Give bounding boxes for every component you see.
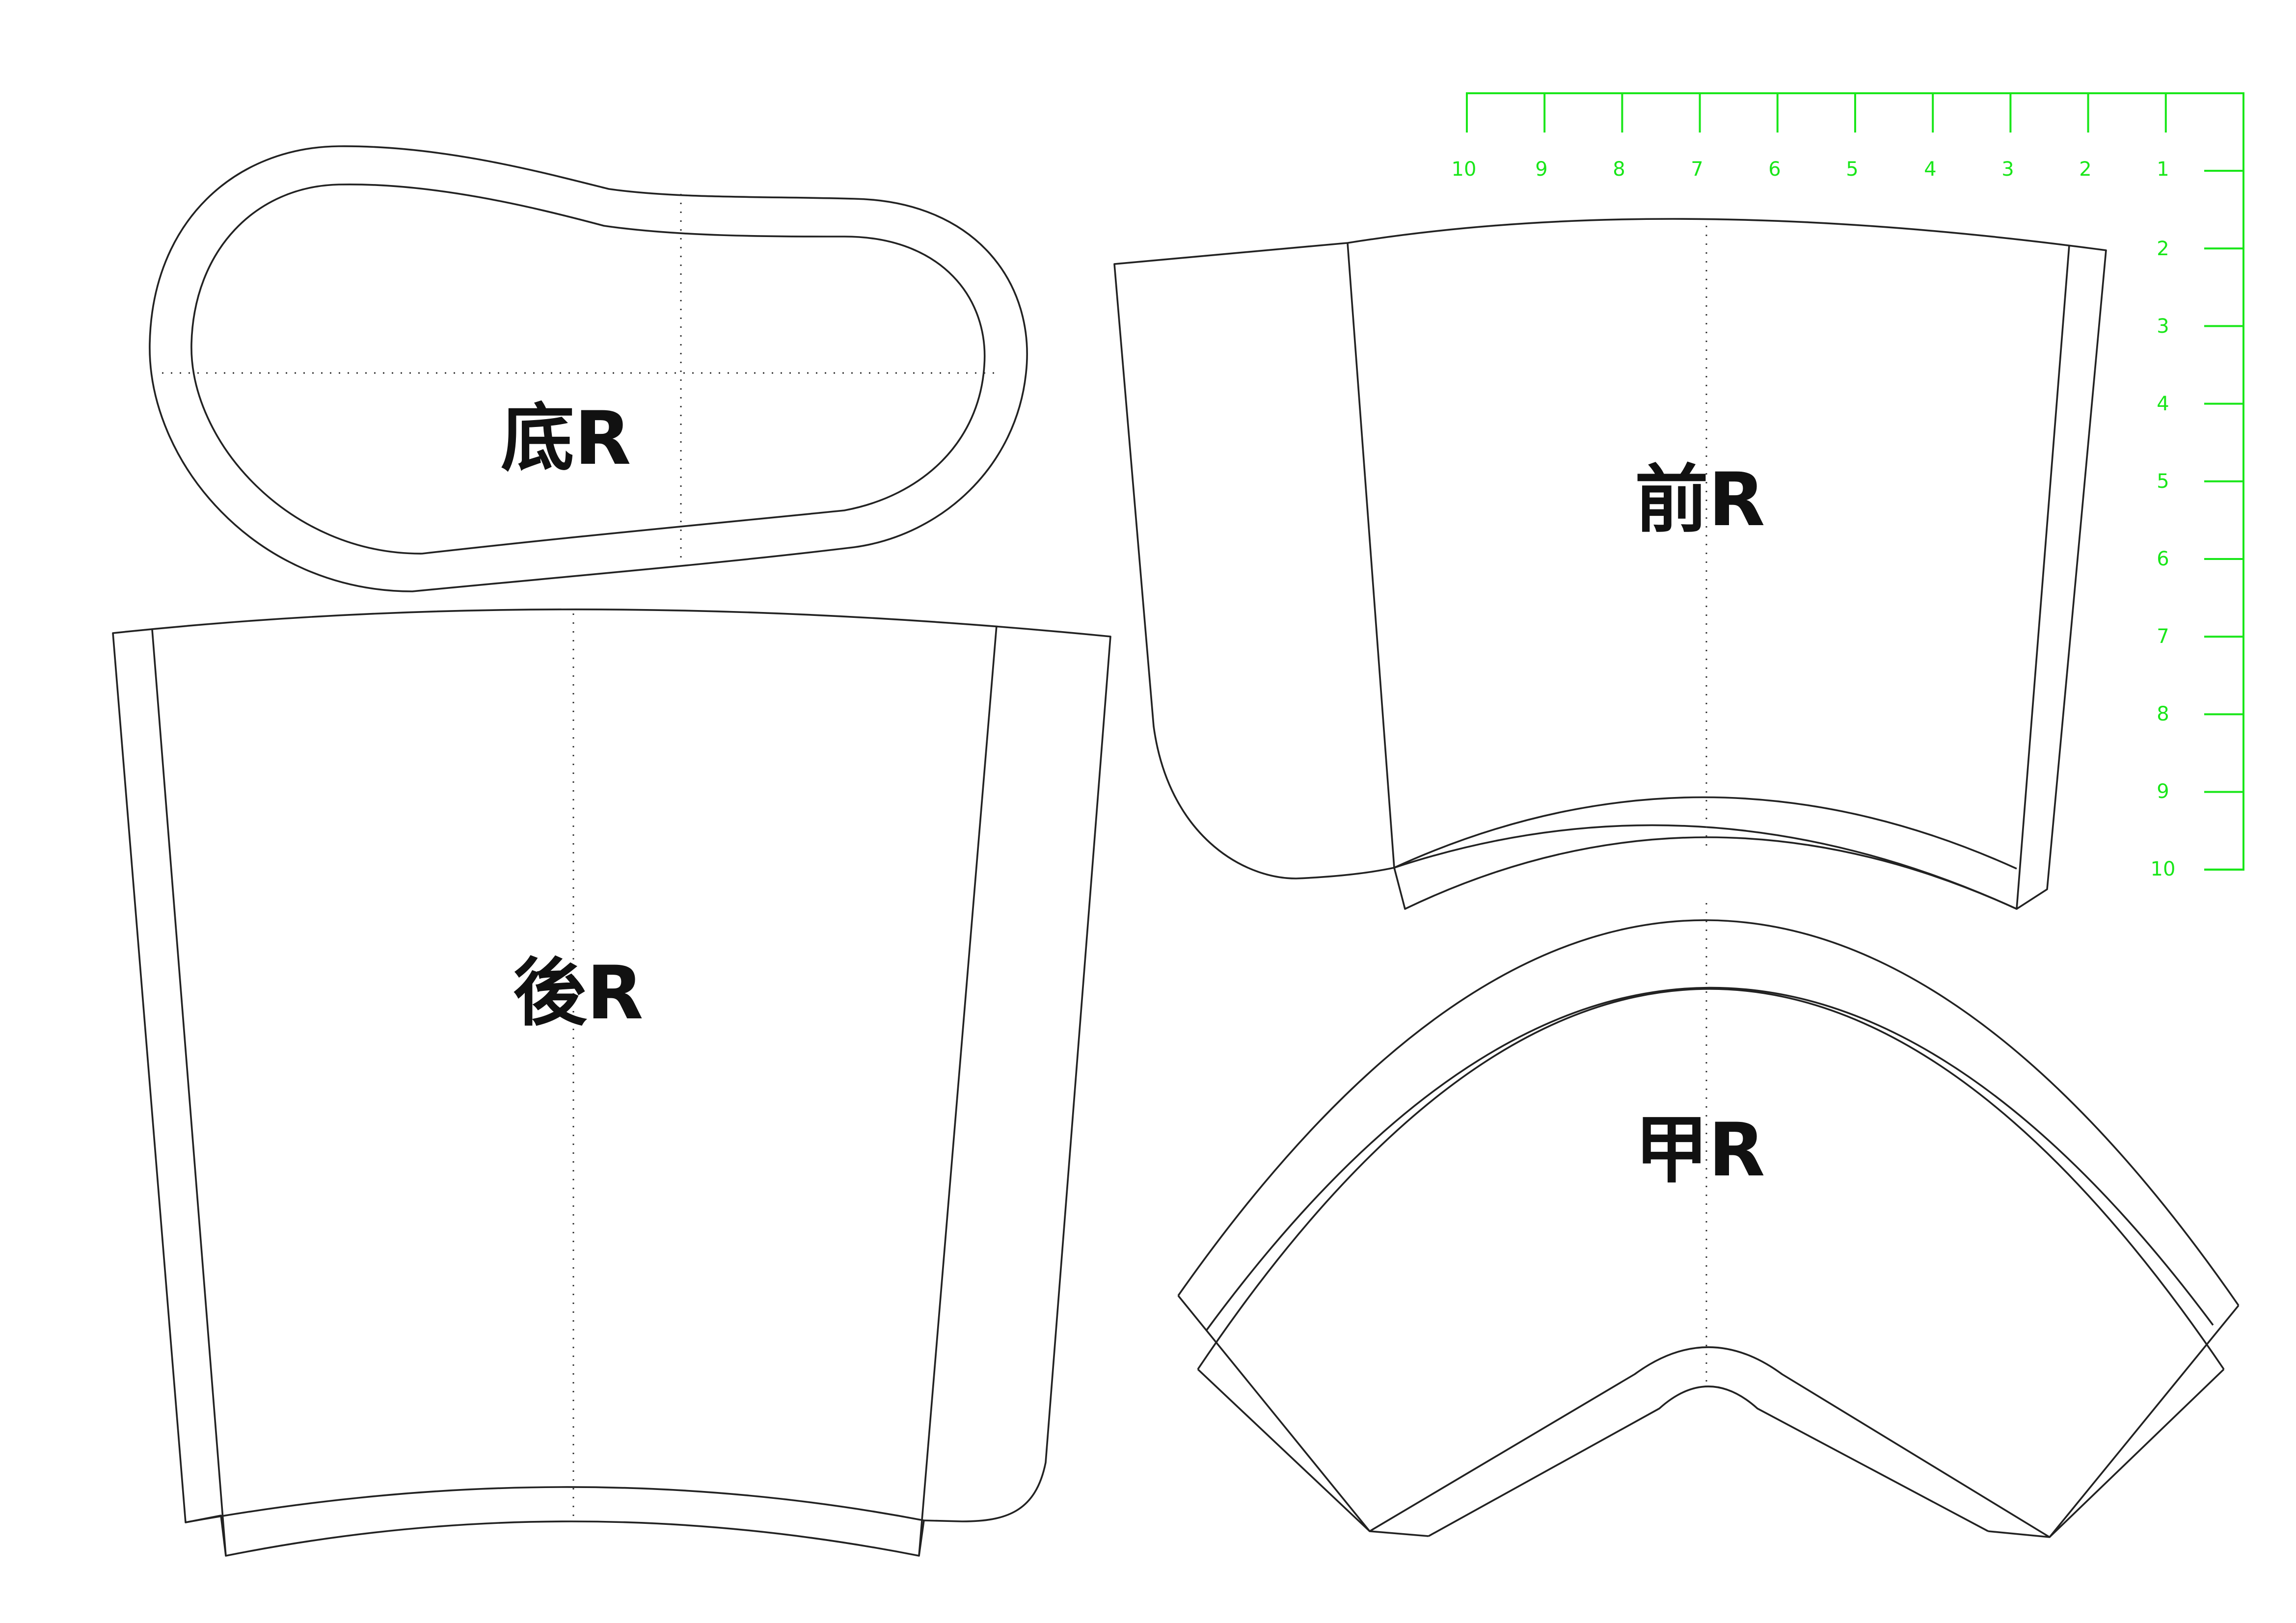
ruler-top-number: 4: [1924, 158, 1936, 181]
vamp-right-edge: [1988, 1304, 2240, 1538]
ruler-top-number: 5: [1846, 158, 1858, 181]
back-seam-left: [151, 629, 227, 1556]
vamp-outer-outline: [1177, 919, 2240, 1306]
vamp-bottom-curve-inner: [1428, 1385, 1989, 1537]
ruler-top-number: 10: [1452, 158, 1477, 181]
ruler-side-number: 10: [2151, 858, 2176, 880]
vamp-piece: 甲R: [1177, 903, 2240, 1538]
ruler-side-number: 2: [2157, 238, 2169, 260]
ruler-top-number: 3: [2001, 158, 2014, 181]
ruler-side-number: 4: [2157, 393, 2169, 415]
front-bottom-outer-curve: [1394, 824, 2017, 910]
ruler-side-number: 7: [2157, 625, 2169, 648]
vamp-right-edge-inner: [2049, 1368, 2225, 1538]
scale-ruler: 10 9 8 7 6 5 4 3 2 1 2 3 4 5 6 7 8 9 10: [1452, 92, 2244, 880]
ruler-top-ticks: [1466, 93, 2167, 133]
ruler-top-number: 2: [2079, 158, 2091, 181]
vamp-piece-label: 甲R: [1635, 1108, 1765, 1193]
ruler-side-number: 5: [2157, 470, 2169, 493]
ruler-side-number: 8: [2157, 703, 2169, 725]
ruler-top-number: 6: [1768, 158, 1781, 181]
back-bottom-curve: [185, 1486, 924, 1523]
vamp-inner-outline: [1197, 988, 2225, 1370]
ruler-side-number: 3: [2157, 315, 2169, 338]
front-seam-left: [1347, 242, 1395, 868]
ruler-side-ticks: [2204, 170, 2243, 871]
front-outer-outline: [1113, 218, 2107, 910]
front-bottom-inner-curve: [1394, 796, 2017, 870]
ruler-side-number: 6: [2157, 548, 2169, 570]
sole-inner-outline: [190, 183, 986, 555]
back-seam-right: [918, 625, 998, 1556]
sole-piece-label: 底R: [501, 396, 631, 481]
ruler-side-numbers: 2 3 4 5 6 7 8 9 10: [2151, 238, 2176, 880]
back-piece: 後R: [112, 608, 1111, 1557]
vamp-bottom-curve-outer: [1369, 1346, 2050, 1538]
ruler-frame: [1466, 92, 2244, 871]
ruler-top-numbers: 10 9 8 7 6 5 4 3 2 1: [1452, 158, 2169, 181]
ruler-top-number: 9: [1535, 158, 1547, 181]
vamp-inner-outline-lower: [1206, 986, 2214, 1331]
vamp-left-edge-inner: [1197, 1368, 1371, 1532]
ruler-side-number: 9: [2157, 780, 2169, 803]
sole-piece: 底R: [149, 145, 1028, 592]
ruler-top-number: 1: [2157, 158, 2169, 181]
front-piece: 前R: [1113, 218, 2107, 910]
ruler-top-number: 7: [1691, 158, 1703, 181]
vamp-left-edge: [1177, 1295, 1429, 1537]
ruler-top-number: 8: [1613, 158, 1625, 181]
front-seam-right: [2016, 245, 2070, 909]
back-piece-label: 後R: [513, 951, 644, 1036]
sole-outer-outline: [149, 145, 1028, 592]
front-piece-label: 前R: [1635, 457, 1765, 543]
back-outer-outline: [112, 608, 1111, 1557]
